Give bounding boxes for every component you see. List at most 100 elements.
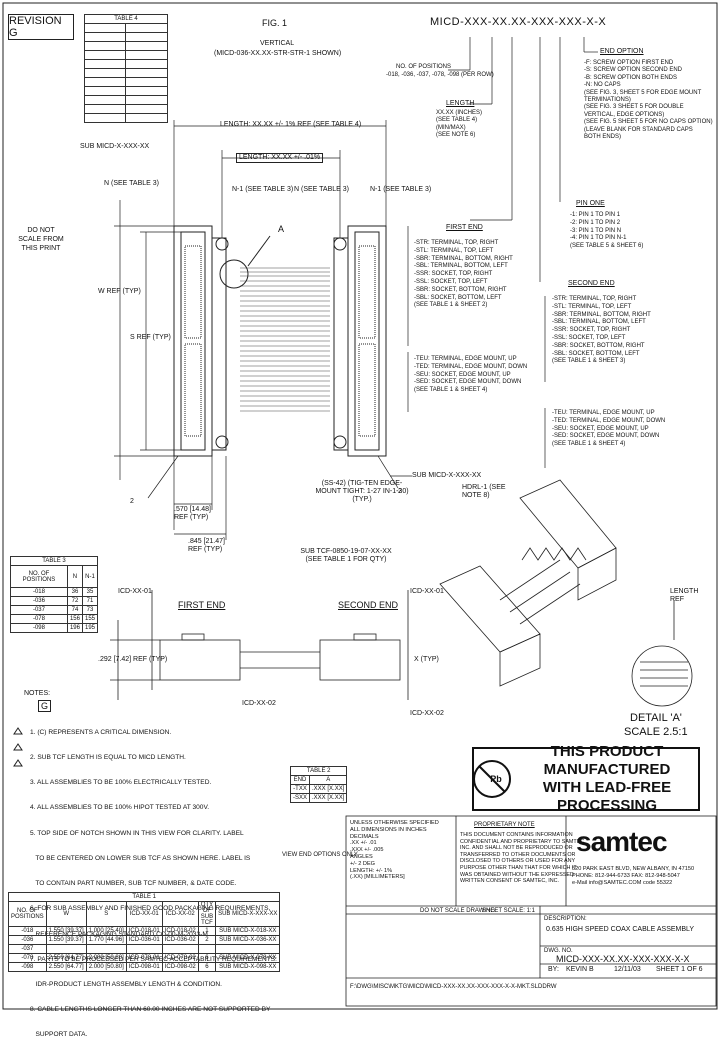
table1-cell: ICD-036-01 <box>125 935 163 945</box>
table3-cell: 156 <box>66 614 83 624</box>
table4-title: TABLE 4 <box>84 14 168 24</box>
lead-free-banner: Pb THIS PRODUCT MANUFACTURED WITH LEAD-F… <box>472 743 700 814</box>
note-item: 4. ALL ASSEMBLIES TO BE 100% HIPOT TESTE… <box>30 804 210 812</box>
second-end-list: -STR: TERMINAL, TOP, RIGHT -STL: TERMINA… <box>552 296 651 366</box>
first-end-edge-list: -TEU: TERMINAL, EDGE MOUNT, UP -TED: TER… <box>414 356 527 395</box>
table3-head: N <box>66 565 83 588</box>
fig-subtitle-1: VERTICAL <box>260 40 295 47</box>
table2-title: TABLE 2 <box>289 766 348 776</box>
dim-292-label: .292 [7.42] REF (TYP) <box>98 656 168 663</box>
second-end-item: -STR: TERMINAL, TOP, RIGHT <box>552 296 637 302</box>
table1-cell: SUB MICD-X-018-XX <box>215 926 281 936</box>
table2-head: END <box>289 775 311 785</box>
first-end-title: FIRST END <box>446 224 483 231</box>
end-option-item: (SEE FIG. 3, SHEET 5 FOR EDGE MOUNT <box>584 89 702 96</box>
drawing-canvas <box>2 2 718 1010</box>
end-option-item: (LEAVE BLANK FOR STANDARD CAPS <box>584 126 693 133</box>
dim-845-label: .845 [21.47] REF (TYP) <box>188 538 225 553</box>
table3-cell: 72 <box>66 596 83 606</box>
note-item: 5. TOP SIDE OF NOTCH SHOWN IN THIS VIEW … <box>30 829 244 837</box>
s-ref-label: S REF (TYP) <box>130 334 171 341</box>
fig-title: FIG. 1 <box>262 18 288 28</box>
prop-line: INC. AND SHALL NOT BE REPRODUCED OR <box>460 845 573 852</box>
prop-line: WAS OBTAINED WITHOUT THE EXPRESSED <box>460 871 574 878</box>
second-end-edge-item: -TEU: TERMINAL, EDGE MOUNT, UP <box>552 410 655 416</box>
tol-line: +/- 2 DEG <box>350 860 376 867</box>
by-value: KEVIN B <box>566 966 594 973</box>
hdrl-label: HDRL-1 (SEE NOTE 8) <box>462 484 506 499</box>
prop-line: CONFIDENTIAL AND PROPRIETARY TO SAMTEC <box>460 838 585 845</box>
first-end-item: -SBL: SOCKET, BOTTOM, LEFT <box>414 294 502 301</box>
icd-01-second: ICD-XX-01 <box>410 588 444 595</box>
second-end-item: -SBL: TERMINAL, BOTTOM, LEFT <box>552 319 646 326</box>
second-end-item: -STL: TERMINAL, TOP, LEFT <box>552 303 632 310</box>
second-end-edge-item: -TED: TERMINAL, EDGE MOUNT, DOWN <box>552 417 666 424</box>
notes-list: 1. (C) REPRESENTS A CRITICAL DIMENSION. … <box>30 712 277 1048</box>
table1-cell: 6 <box>197 962 217 972</box>
second-end-item: (SEE TABLE 1 & SHEET 3) <box>552 358 626 365</box>
end-option-item: BOTH ENDS) <box>584 134 622 141</box>
first-end-item: (SEE TABLE 1 & SHEET 2) <box>414 302 488 309</box>
table3-cell: 74 <box>66 605 83 615</box>
fig-subtitle-2: (MICD-036-XX.XX-STR-STR-1 SHOWN) <box>214 50 342 57</box>
table1-cell <box>197 944 217 954</box>
table1-cell <box>85 944 127 954</box>
note-item: 2. SUB TCF LENGTH IS EQUAL TO MICD LENGT… <box>30 754 186 762</box>
first-end-edge-item: -TED: TERMINAL, EDGE MOUNT, DOWN <box>414 363 528 370</box>
table2-cell: .XXX [X.XX] <box>309 793 348 803</box>
pin-item: -3: PIN 1 TO PIN N <box>570 227 622 234</box>
do-not-scale-line: SCALE FROM <box>18 236 64 243</box>
table1-cell <box>215 944 281 954</box>
drawing-number: MICD-XXX-XX.XX-XXX-XXX-X-X <box>430 16 607 28</box>
lead-free-line-2: WITH LEAD-FREE PROCESSING <box>542 779 672 814</box>
detail-a-zoom <box>631 600 693 707</box>
table1-cell: ICD-036-02 <box>161 935 199 945</box>
note-item: TO CONTAIN PART NUMBER, SUB TCF NUMBER, … <box>30 880 237 888</box>
second-end-item: -SBR: SOCKET, BOTTOM, RIGHT <box>552 342 645 349</box>
tol-line: .XXX +/- .005 <box>350 847 384 854</box>
first-end-item: -SBL: TERMINAL, BOTTOM, LEFT <box>414 263 508 270</box>
address-line: e-Mail info@SAMTEC.COM code 55322 <box>572 880 673 886</box>
table1-cell <box>125 944 163 954</box>
table1-cell: -078 <box>8 953 47 963</box>
n-table3-left: N (SEE TABLE 3) <box>104 180 159 187</box>
dwg-label: DWG. NO. <box>544 948 573 954</box>
tol-line: .XX +/- .01 <box>350 840 377 847</box>
first-end-item: -SBR: TERMINAL, BOTTOM, RIGHT <box>414 255 513 262</box>
lead-free-line-1: THIS PRODUCT MANUFACTURED <box>543 743 671 778</box>
table1-cell: 1.000 [25.40] <box>85 926 127 936</box>
table2-cell: -SXX <box>289 793 311 803</box>
company-address: 520 PARK EAST BLVD, NEW ALBANY, IN 47150… <box>572 866 694 887</box>
table3-cell: 196 <box>66 623 83 633</box>
tol-line: UNLESS OTHERWISE SPECIFIED <box>350 820 439 826</box>
table3-cell: -098 <box>10 623 68 633</box>
dimension-lines <box>114 120 412 540</box>
notes-title: NOTES: <box>24 690 51 697</box>
w-ref-label: W REF (TYP) <box>98 288 141 295</box>
table1: TABLE 1 NO. OF POSITIONS W S ICD-XX-01 I… <box>7 892 281 972</box>
icd-01-first: ICD-XX-01 <box>118 588 152 595</box>
first-end-edge-item: -SED: SOCKET, EDGE MOUNT, DOWN <box>414 379 522 386</box>
table1-cell: ICD-018-01 <box>125 926 163 936</box>
table3-cell: 195 <box>81 623 99 633</box>
second-end-item: -SBR: TERMINAL, BOTTOM, RIGHT <box>552 311 651 318</box>
second-end-title: SECOND END <box>568 280 615 287</box>
second-end-item: -SSL: SOCKET, TOP, LEFT <box>552 334 626 341</box>
ss-label: (SS-42) (TIG-TEN EDGE-MOUNT TIGHT: 1-27 … <box>315 480 409 503</box>
sub-micd-label-2: SUB MICD-X-XXX-XX <box>412 472 482 479</box>
right-connector <box>333 225 387 457</box>
table3-cell: 155 <box>81 614 99 624</box>
first-end-item: -STL: TERMINAL, TOP, LEFT <box>414 247 494 254</box>
callout-2-left: 2 <box>130 498 134 505</box>
length-line: (SEE NOTE 6) <box>436 132 476 139</box>
table3-cell: -018 <box>10 587 68 597</box>
end-option-item: -S: SCREW OPTION SECOND END <box>584 67 683 74</box>
end-option-item: TERMINATIONS) <box>584 97 631 104</box>
first-end-list: -STR: TERMINAL, TOP, RIGHT -STL: TERMINA… <box>414 240 513 310</box>
length-tol-label: LENGTH: XX.XX +/- .01% <box>236 153 324 163</box>
table3-cell: -037 <box>10 605 68 615</box>
table3-cell: -036 <box>10 596 68 606</box>
n1-left-label: N-1 (SEE TABLE 3) <box>232 186 294 193</box>
table1-cell <box>161 944 199 954</box>
samtec-logo: samtec <box>576 826 668 857</box>
